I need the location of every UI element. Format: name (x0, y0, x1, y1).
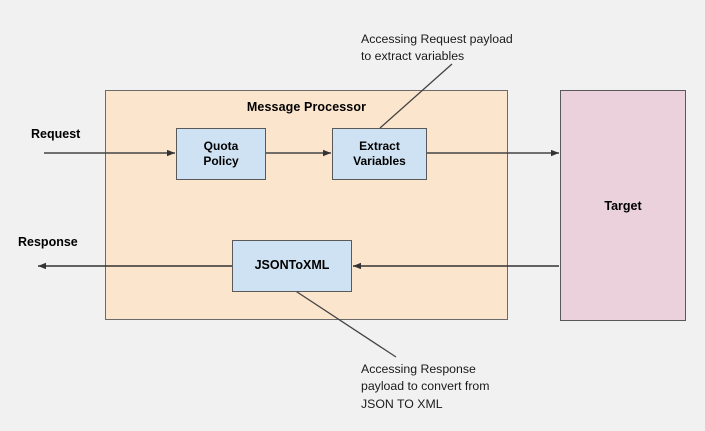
node-target[interactable]: Target (560, 90, 686, 321)
node-jsontoxml[interactable]: JSONToXML (232, 240, 352, 292)
annotation-request-payload: Accessing Request payload to extract var… (361, 32, 513, 64)
node-quota-policy-label: Quota Policy (203, 139, 239, 168)
label-response: Response (18, 235, 78, 249)
message-processor-title: Message Processor (246, 100, 367, 114)
label-request: Request (31, 127, 81, 141)
node-target-label: Target (604, 198, 642, 213)
annotation-response-payload: Accessing Response payload to convert fr… (361, 362, 490, 411)
node-quota-policy[interactable]: Quota Policy (176, 128, 266, 180)
node-extract-variables[interactable]: Extract Variables (332, 128, 427, 180)
node-extract-variables-label: Extract Variables (353, 139, 406, 168)
node-jsontoxml-label: JSONToXML (254, 258, 330, 273)
